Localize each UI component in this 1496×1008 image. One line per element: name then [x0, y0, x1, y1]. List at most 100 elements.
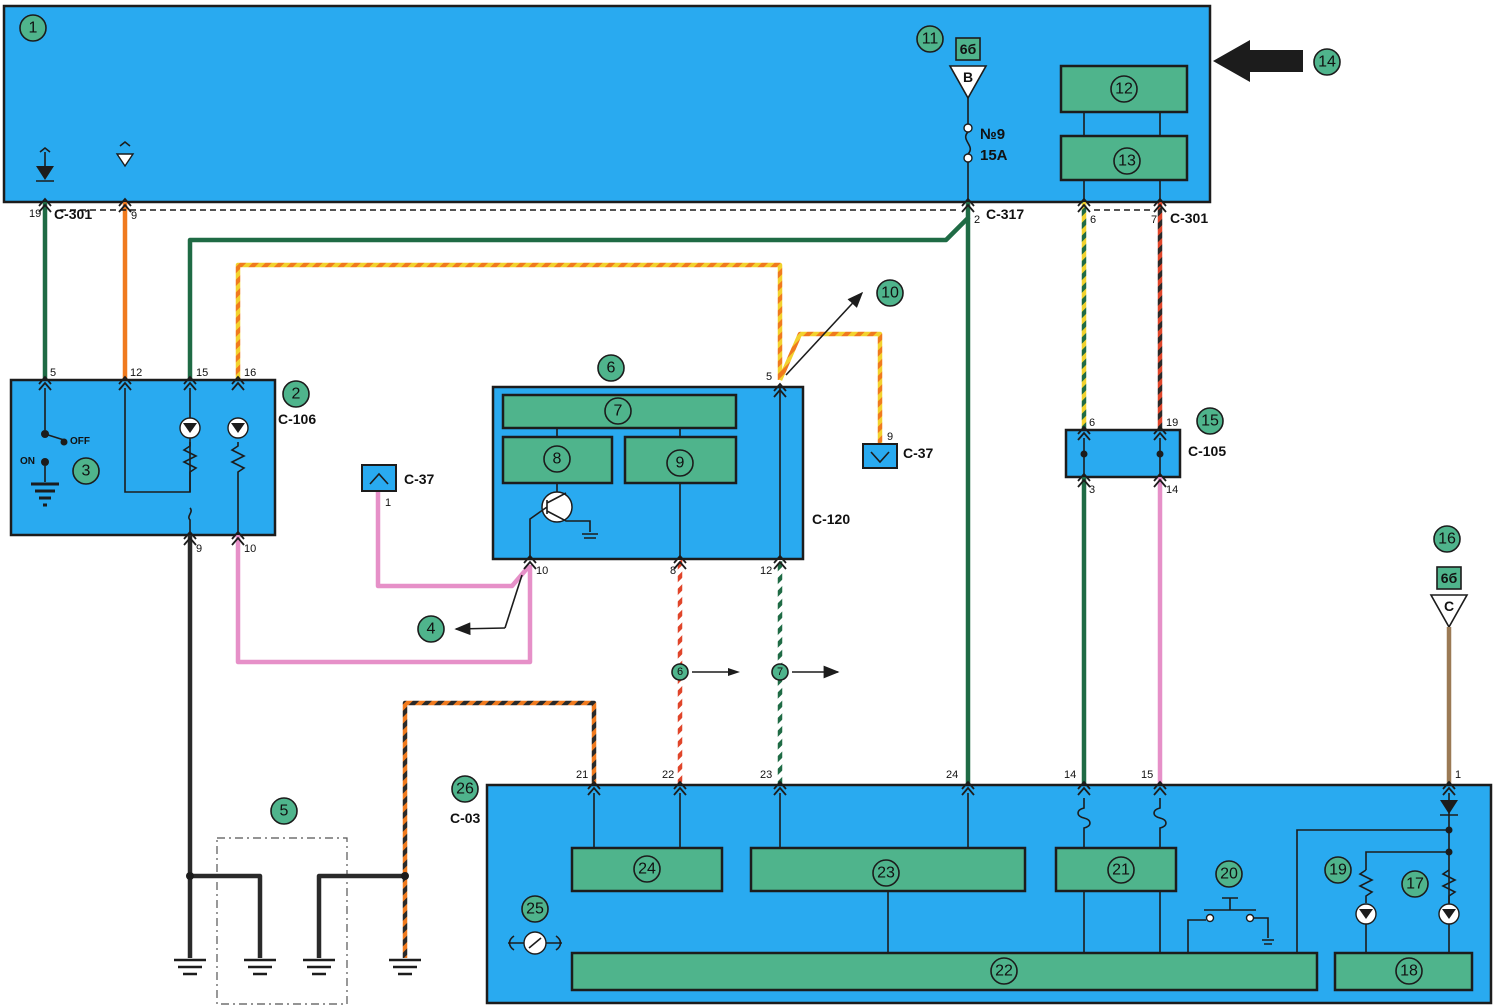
pin-label: 5	[766, 371, 772, 383]
callout-15: 15	[1196, 407, 1224, 435]
pin-label: 9	[196, 543, 202, 555]
svg-text:19: 19	[1329, 862, 1347, 879]
module-2	[9, 378, 277, 537]
block-22	[570, 951, 1319, 992]
callout-1: 1	[19, 14, 47, 42]
callout-25: 25	[521, 895, 549, 923]
svg-text:21: 21	[1112, 862, 1130, 879]
wire-black-orange-21	[402, 700, 597, 958]
power-source-b: 6б	[960, 41, 977, 57]
connector-c120: C-120	[812, 511, 850, 527]
svg-text:9: 9	[676, 455, 685, 472]
callout-24: 24	[633, 855, 661, 883]
pin-label: 8	[670, 565, 676, 577]
power-source-c-box	[1436, 566, 1462, 590]
pin-label: 14	[1166, 484, 1178, 496]
callout-9: 9	[666, 449, 694, 477]
svg-text:26: 26	[456, 781, 474, 798]
pin-label: 16	[244, 367, 256, 379]
connector-c317: C-317	[986, 206, 1024, 222]
connector-c106: C-106	[278, 411, 316, 427]
pin-label: 23	[760, 769, 772, 781]
ground-icon	[244, 958, 276, 976]
pin-chevrons	[38, 197, 1456, 796]
svg-text:5: 5	[280, 803, 289, 820]
svg-text:15: 15	[1201, 413, 1219, 430]
pin-label: 1	[1455, 769, 1461, 781]
svg-text:11: 11	[922, 31, 939, 48]
connector-c301-left: C-301	[54, 206, 92, 222]
callout-17: 17	[1401, 870, 1429, 898]
power-tag-c-triangle	[1429, 594, 1469, 629]
connector-c37-right-box	[862, 443, 898, 469]
callout-13: 13	[1113, 147, 1141, 175]
svg-text:25: 25	[526, 901, 544, 918]
pin-label: 7	[1151, 214, 1157, 226]
svg-text:12: 12	[1115, 81, 1133, 98]
callout-2: 2	[282, 380, 310, 408]
connector-c37-left: C-37	[404, 471, 435, 487]
power-source-b-box	[955, 37, 981, 61]
fuse-rating: 15A	[980, 147, 1008, 164]
svg-text:14: 14	[1318, 54, 1336, 71]
pin-label: 6	[1090, 214, 1096, 226]
callout-3: 3	[72, 457, 100, 485]
input-arrow	[1213, 40, 1303, 82]
callout-26: 26	[451, 775, 479, 803]
pin-label: 15	[1141, 769, 1153, 781]
svg-text:4: 4	[427, 621, 436, 638]
svg-text:10: 10	[881, 285, 899, 302]
callout-10: 10	[876, 279, 904, 307]
svg-text:23: 23	[877, 865, 895, 882]
pin-label: 14	[1064, 769, 1076, 781]
ground-icon	[174, 958, 206, 976]
pin-label: 21	[576, 769, 588, 781]
svg-text:8: 8	[553, 451, 562, 468]
callout-19: 19	[1324, 856, 1352, 884]
callout-23: 23	[872, 859, 900, 887]
pin-label: 22	[662, 769, 674, 781]
svg-text:16: 16	[1438, 531, 1456, 548]
power-tag-c-letter: C	[1444, 598, 1454, 614]
callout-18: 18	[1395, 957, 1423, 985]
callout-14: 14	[1313, 48, 1341, 76]
svg-text:18: 18	[1400, 963, 1418, 980]
svg-text:1: 1	[29, 20, 38, 37]
pin-label: 3	[1089, 484, 1095, 496]
connector-c37-right: C-37	[903, 445, 934, 461]
diode-icon	[36, 166, 54, 180]
connector-c301-right: C-301	[1170, 210, 1208, 226]
wire-orange-yellow-16	[235, 262, 783, 380]
callout-4: 4	[417, 615, 445, 643]
power-source-c: 6б	[1441, 570, 1458, 586]
svg-text:7: 7	[614, 403, 623, 420]
connector-c03: C-03	[450, 810, 481, 826]
callout-7-wire: 7	[771, 663, 789, 681]
callout-21: 21	[1107, 856, 1135, 884]
svg-text:13: 13	[1118, 153, 1136, 170]
callout-16: 16	[1433, 525, 1461, 553]
power-tag-b-letter: B	[963, 69, 973, 85]
pin-label: 10	[244, 543, 256, 555]
pin-label: 24	[946, 769, 958, 781]
pin-label: 19	[29, 208, 41, 220]
wire-red-yellow-9	[777, 331, 883, 445]
switch-on: ON	[20, 456, 35, 467]
pin-label: 6	[1089, 417, 1095, 429]
callout-6-wire: 6	[671, 663, 689, 681]
callout-8: 8	[543, 445, 571, 473]
pin-label: 15	[196, 367, 208, 379]
connector-c37-left-box	[361, 464, 397, 492]
ground-icon	[303, 958, 335, 976]
callout-7: 7	[604, 397, 632, 425]
callout-6: 6	[597, 354, 625, 382]
svg-text:6: 6	[677, 666, 683, 678]
connector-c105: C-105	[1188, 443, 1226, 459]
wire-dark-green-2	[187, 202, 971, 380]
module-1	[2, 4, 1212, 204]
callout-22: 22	[990, 957, 1018, 985]
pin-label: 12	[130, 367, 142, 379]
pin-label: 5	[50, 367, 56, 379]
pin-label: 19	[1166, 417, 1178, 429]
